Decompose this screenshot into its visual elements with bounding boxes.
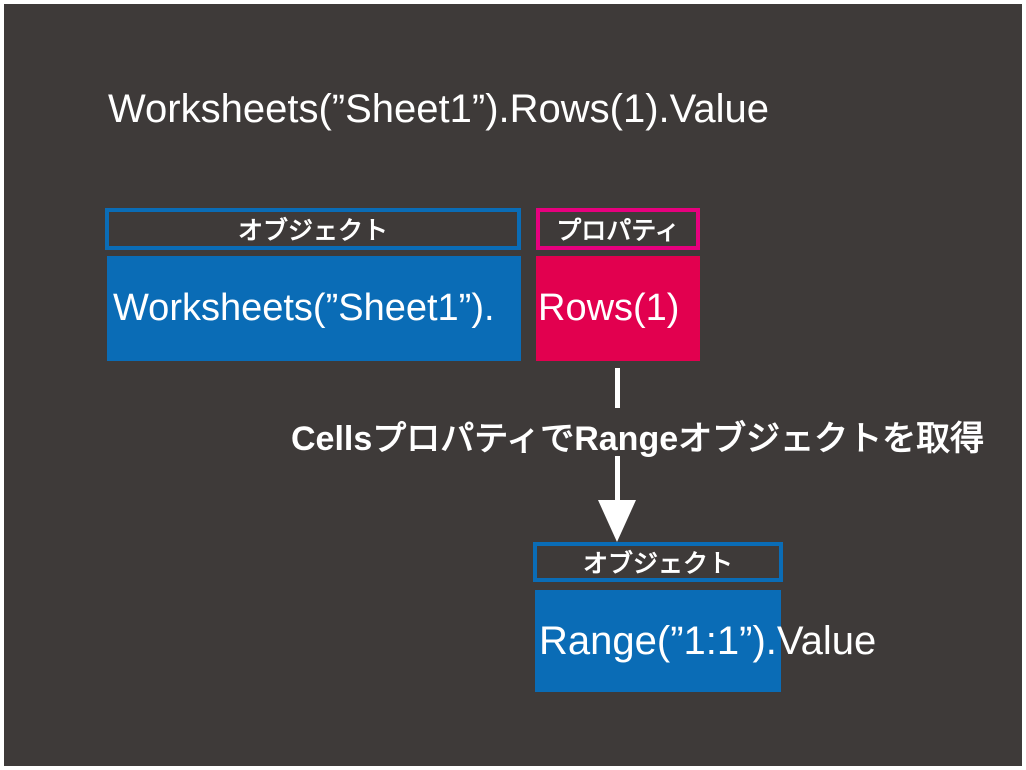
down-arrow-upper-line	[615, 368, 620, 408]
object-label-bottom: オブジェクト	[582, 550, 733, 578]
object-code-box: Worksheets(”Sheet1”).	[107, 256, 521, 361]
result-code-box: Range(”1:1”).Value	[535, 590, 876, 692]
object-code-text: Worksheets(”Sheet1”).	[113, 287, 495, 329]
down-arrow-icon	[598, 500, 636, 542]
code-expression-title: Worksheets(”Sheet1”).Rows(1).Value	[108, 87, 769, 131]
property-code-box: Rows(1)	[536, 256, 700, 361]
down-arrow-lower-line	[615, 456, 620, 506]
object-label-box-bottom: オブジェクト	[533, 542, 783, 582]
property-label: プロパティ	[556, 217, 680, 245]
arrow-caption: CellsプロパティでRangeオブジェクトを取得	[291, 420, 985, 458]
property-code-text: Rows(1)	[538, 287, 680, 329]
result-code-text: Range(”1:1”)	[539, 618, 766, 663]
object-label-box-top: オブジェクト	[105, 208, 521, 250]
object-label-top: オブジェクト	[237, 217, 388, 245]
property-label-box: プロパティ	[536, 208, 700, 250]
result-code-suffix: .Value	[765, 618, 877, 663]
